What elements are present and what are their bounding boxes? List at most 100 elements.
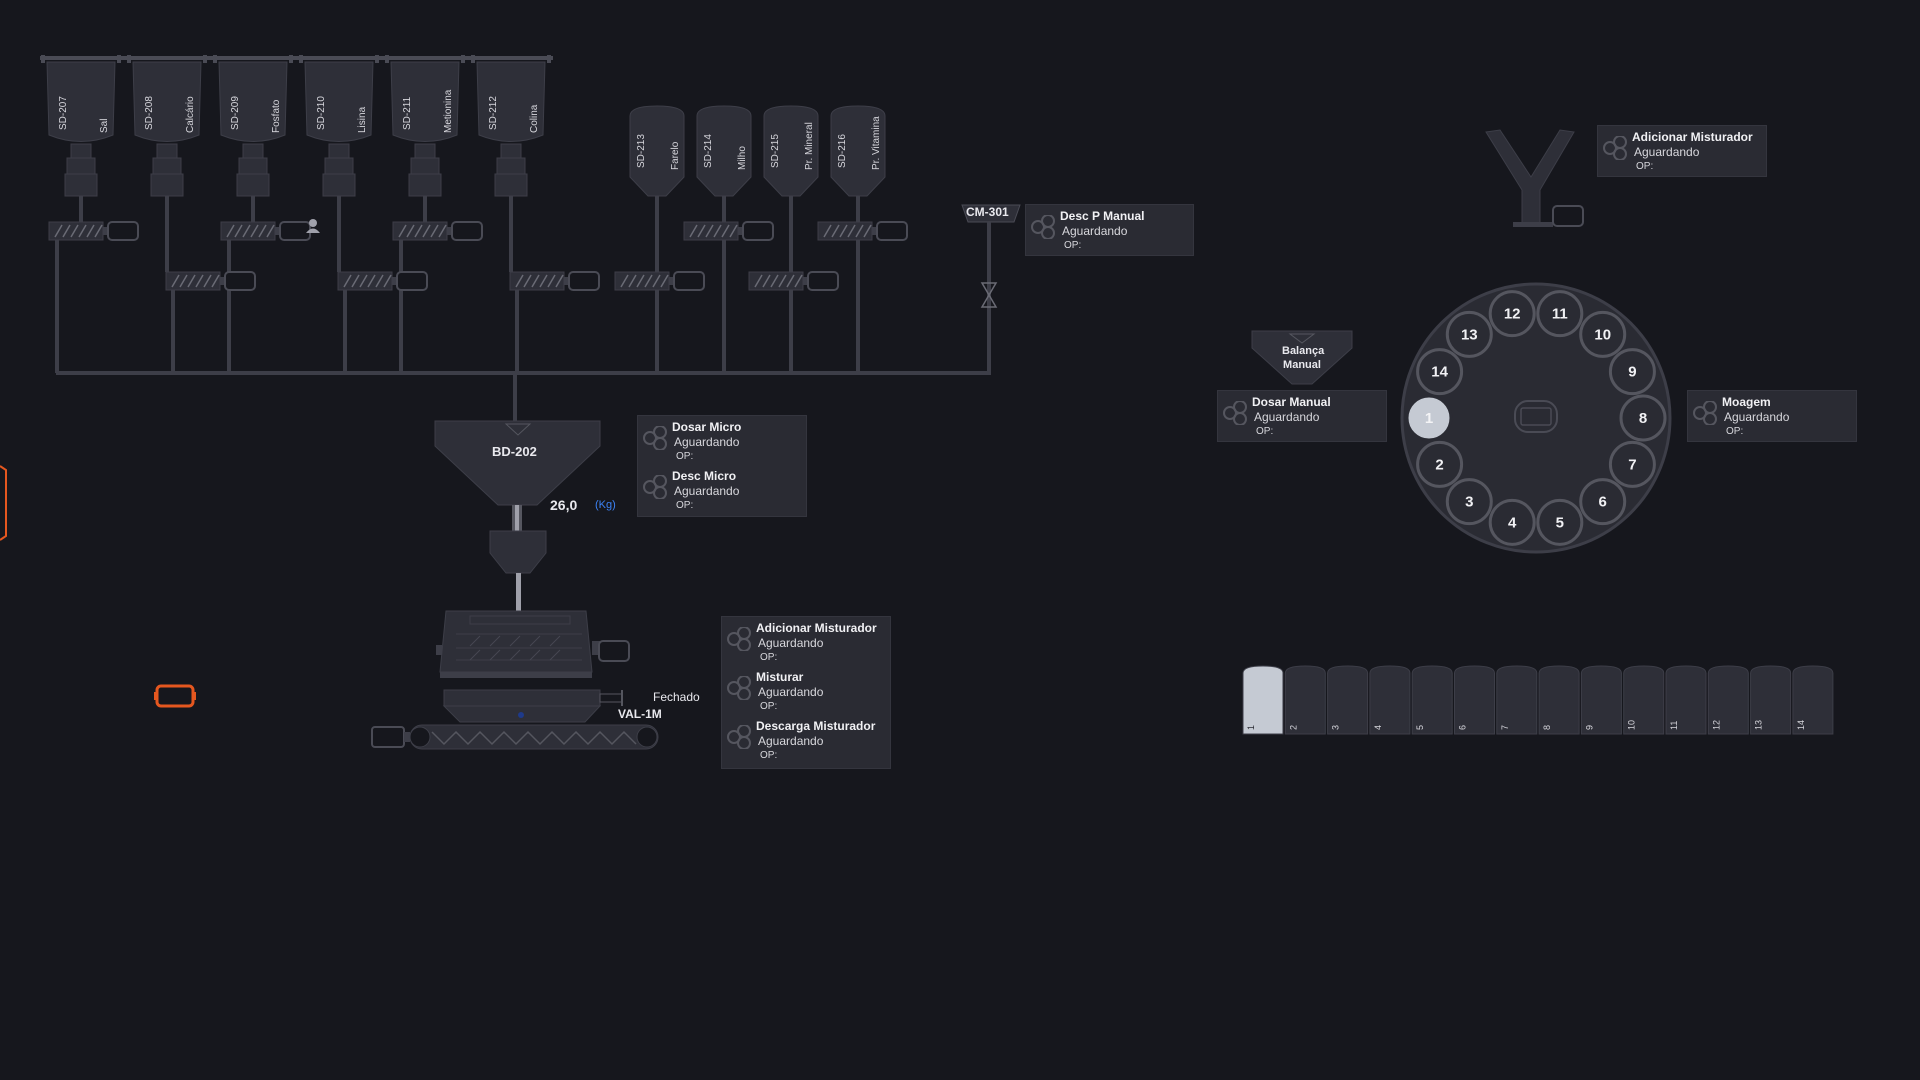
carousel-position-4[interactable]: 4 [1488, 498, 1536, 546]
silo-sd-212[interactable] [471, 55, 551, 373]
status-icon [1223, 401, 1247, 425]
screw-conveyor[interactable] [817, 221, 908, 241]
silo-sd-211[interactable] [385, 55, 465, 373]
motor-icon [742, 221, 774, 241]
bin-5[interactable]: 5 [1411, 665, 1453, 735]
carousel-position-label: 11 [1552, 306, 1568, 323]
panel-title: Adicionar Misturador [1632, 130, 1753, 144]
screw-conveyor[interactable] [392, 221, 483, 241]
bin-13[interactable]: 13 [1750, 665, 1792, 735]
bin-11[interactable]: 11 [1665, 665, 1707, 735]
silo-sd-208[interactable] [127, 55, 207, 373]
silo-sd-214[interactable] [696, 105, 752, 373]
carousel-position-10[interactable]: 10 [1579, 310, 1627, 358]
panel-micro[interactable]: Dosar Micro Aguardando OP: Desc Micro Ag… [637, 415, 807, 517]
carousel-position-9[interactable]: 9 [1608, 348, 1656, 396]
bd202-unit: (Kg) [595, 499, 616, 511]
panel-state: Aguardando [1062, 224, 1128, 238]
bin-10[interactable]: 10 [1623, 665, 1665, 735]
panel-title: Misturar [756, 670, 804, 684]
panel-state: Aguardando [1724, 410, 1790, 424]
status-icon [727, 627, 751, 651]
panel-state: Aguardando [1634, 145, 1700, 159]
valve-icon[interactable] [980, 282, 998, 308]
carousel-position-5[interactable]: 5 [1536, 498, 1584, 546]
status-icon [1603, 136, 1627, 160]
bin-1[interactable]: 1 [1242, 665, 1284, 735]
screw-conveyor[interactable] [614, 271, 705, 291]
panel-mixer[interactable]: Adicionar Misturador Aguardando OP: Mist… [721, 616, 891, 769]
panel-op: OP: [1064, 240, 1082, 251]
bin-3[interactable]: 3 [1327, 665, 1369, 735]
carousel-position-2[interactable]: 2 [1416, 440, 1464, 488]
screw-conveyor[interactable] [337, 271, 428, 291]
panel-title: Desc Micro [672, 469, 737, 483]
status-icon [1693, 401, 1717, 425]
silo-sd-209[interactable] [213, 55, 293, 373]
panel-moagem[interactable]: Moagem Aguardando OP: [1687, 390, 1857, 442]
panel-desc-p-manual[interactable]: Desc P Manual Aguardando OP: [1025, 204, 1194, 256]
carousel-position-7[interactable]: 7 [1608, 440, 1656, 488]
carousel-position-13[interactable]: 13 [1445, 310, 1493, 358]
carousel-position-11[interactable]: 11 [1536, 290, 1584, 338]
balanca-manual-hopper[interactable] [1251, 330, 1353, 385]
screw-conveyor[interactable] [509, 271, 600, 291]
motor-icon [279, 221, 311, 241]
carousel-position-12[interactable]: 12 [1488, 290, 1536, 338]
carousel-position-3[interactable]: 3 [1445, 478, 1493, 526]
screw-conveyor[interactable] [48, 221, 139, 241]
panel-op: OP: [760, 750, 778, 761]
carousel-position-label: 5 [1556, 514, 1564, 531]
left-edge-indicator[interactable] [0, 465, 7, 541]
screw-conveyor[interactable] [165, 271, 256, 291]
panel-op: OP: [1636, 161, 1654, 172]
bin-4[interactable]: 4 [1369, 665, 1411, 735]
motor-icon [107, 221, 139, 241]
panel-op: OP: [676, 451, 694, 462]
surge-hopper [489, 530, 547, 611]
motor-icon [807, 271, 839, 291]
panel-title: Dosar Micro [672, 420, 742, 434]
cm301-unit[interactable] [961, 204, 1021, 373]
carousel-position-6[interactable]: 6 [1579, 478, 1627, 526]
carousel-position-1[interactable]: 1 [1405, 394, 1453, 442]
bin-label: 6 [1458, 725, 1468, 730]
bin-12[interactable]: 12 [1707, 665, 1749, 735]
silo-sd-210[interactable] [299, 55, 379, 373]
silo-sd-215[interactable] [763, 105, 819, 373]
orange-device-icon[interactable] [154, 684, 196, 708]
bin-8[interactable]: 8 [1538, 665, 1580, 735]
bin-9[interactable]: 9 [1580, 665, 1622, 735]
panel-state: Aguardando [758, 734, 824, 748]
status-icon [727, 676, 751, 700]
screw-conveyor[interactable] [220, 221, 311, 241]
bd202-hopper[interactable] [434, 420, 601, 531]
screw-conveyor-group [48, 221, 908, 291]
screw-conveyor[interactable] [683, 221, 774, 241]
mixer[interactable] [436, 610, 630, 723]
panel-state: Aguardando [758, 685, 824, 699]
panel-title: Dosar Manual [1252, 395, 1331, 409]
silo-sd-216[interactable] [830, 105, 886, 373]
balanca-line1: Balança [1282, 345, 1325, 357]
carousel-position-14[interactable]: 14 [1416, 348, 1464, 396]
bin-2[interactable]: 2 [1284, 665, 1326, 735]
panel-adicionar-misturador[interactable]: Adicionar Misturador Aguardando OP: [1597, 125, 1767, 177]
silo-sd-207[interactable] [41, 55, 121, 373]
bin-label: 14 [1796, 720, 1806, 730]
bin-label: 2 [1288, 725, 1298, 730]
silo-sd-213[interactable] [629, 105, 685, 373]
silo-rail [40, 56, 553, 60]
carousel-position-8[interactable]: 8 [1619, 394, 1667, 442]
bin-label: 4 [1373, 725, 1383, 730]
bin-label: 10 [1627, 720, 1637, 730]
bin-7[interactable]: 7 [1496, 665, 1538, 735]
panel-title: Desc P Manual [1060, 209, 1145, 223]
mid-silo-group [629, 105, 886, 373]
bin-6[interactable]: 6 [1454, 665, 1495, 735]
bin-label: 12 [1711, 720, 1721, 730]
bin-14[interactable]: 14 [1792, 665, 1834, 735]
screw-conveyor[interactable] [748, 271, 839, 291]
panel-dosar-manual[interactable]: Dosar Manual Aguardando OP: [1217, 390, 1387, 442]
